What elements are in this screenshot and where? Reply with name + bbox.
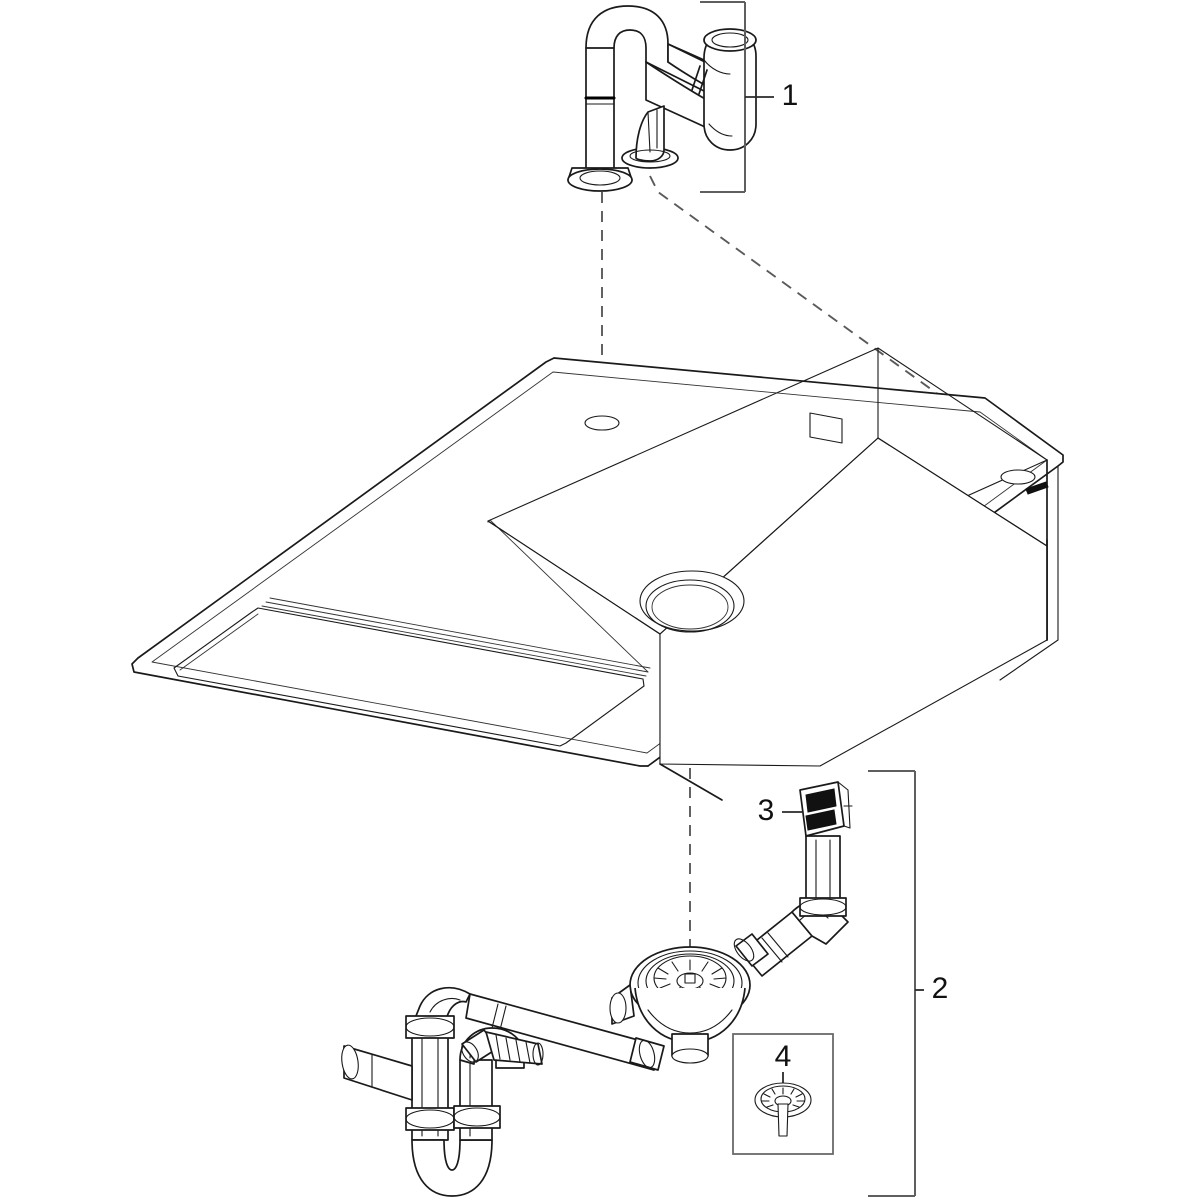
trap-side-inlet-opening bbox=[341, 1044, 359, 1080]
bowl-underside-edge-left bbox=[659, 763, 723, 801]
tap-hole-right bbox=[1000, 469, 1036, 485]
p-trap-assembly bbox=[341, 986, 665, 1197]
overflow-cover bbox=[799, 781, 853, 837]
dashed-leader-handle-to-hole bbox=[649, 175, 1019, 470]
bracket-callout-1 bbox=[700, 1, 774, 193]
plug-stem bbox=[777, 1103, 789, 1137]
trap-u-bend bbox=[411, 1139, 493, 1197]
faucet-handle-lever bbox=[635, 105, 665, 162]
trap-upper-collar bbox=[405, 1015, 455, 1039]
drainboard-recess bbox=[173, 607, 645, 747]
faucet-riser bbox=[585, 47, 615, 173]
detail-box-4: 4 bbox=[732, 1033, 834, 1155]
trap-mid-collar bbox=[405, 1107, 455, 1131]
callout-label-3: 3 bbox=[758, 794, 775, 827]
faucet-assembly bbox=[567, 5, 757, 192]
overflow-slot bbox=[809, 412, 843, 444]
basin-floor-back-edge bbox=[877, 437, 1048, 547]
strainer-plug-icon bbox=[754, 1082, 812, 1137]
bracket-callout-2 bbox=[868, 770, 924, 1197]
overflow-cover-slot-lower bbox=[805, 809, 837, 831]
callout-label-1: 1 bbox=[782, 79, 799, 112]
basket-strainer bbox=[609, 946, 751, 1064]
trap-inlet-coupling bbox=[629, 1037, 665, 1071]
deck-slot-marking bbox=[1025, 481, 1049, 495]
overflow-pipe-assembly bbox=[733, 781, 853, 977]
trap-right-collar bbox=[453, 1105, 501, 1129]
sink-body bbox=[131, 347, 1064, 801]
detail-box-4-frame bbox=[732, 1033, 834, 1155]
waste-set-assembly: 3 4 bbox=[341, 781, 853, 1197]
overflow-cover-slot-upper bbox=[805, 788, 837, 813]
overflow-riser-collar bbox=[799, 897, 847, 917]
faucet-base-ellipse bbox=[567, 168, 633, 192]
trap-inlet-pipe bbox=[465, 993, 661, 1071]
callout-label-2: 2 bbox=[932, 972, 949, 1005]
dishwasher-connector bbox=[461, 1029, 544, 1066]
sink-deck-outer bbox=[131, 357, 1064, 767]
plug-slots bbox=[761, 1087, 805, 1108]
strainer-slots bbox=[653, 959, 727, 995]
spray-head-top-ellipse bbox=[703, 28, 757, 52]
tap-hole-left bbox=[584, 415, 620, 431]
callout-label-4: 4 bbox=[775, 1040, 792, 1073]
